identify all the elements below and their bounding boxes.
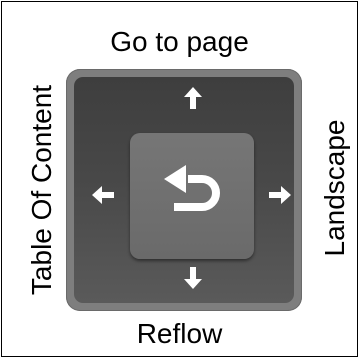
go-to-page-label: Go to page [110,26,249,57]
table-of-content-label: Table Of Content [26,84,57,296]
reflow-label: Reflow [136,318,223,349]
direction-pad-inner [74,77,294,303]
landscape-label: Landscape [319,119,350,257]
direction-pad [66,69,302,311]
return-button[interactable] [130,133,254,259]
arrow-down-icon[interactable] [184,267,202,289]
arrow-up-icon[interactable] [184,87,202,109]
arrow-right-icon[interactable] [269,186,291,204]
return-arrow-icon [158,163,224,230]
arrow-left-icon[interactable] [92,186,114,204]
